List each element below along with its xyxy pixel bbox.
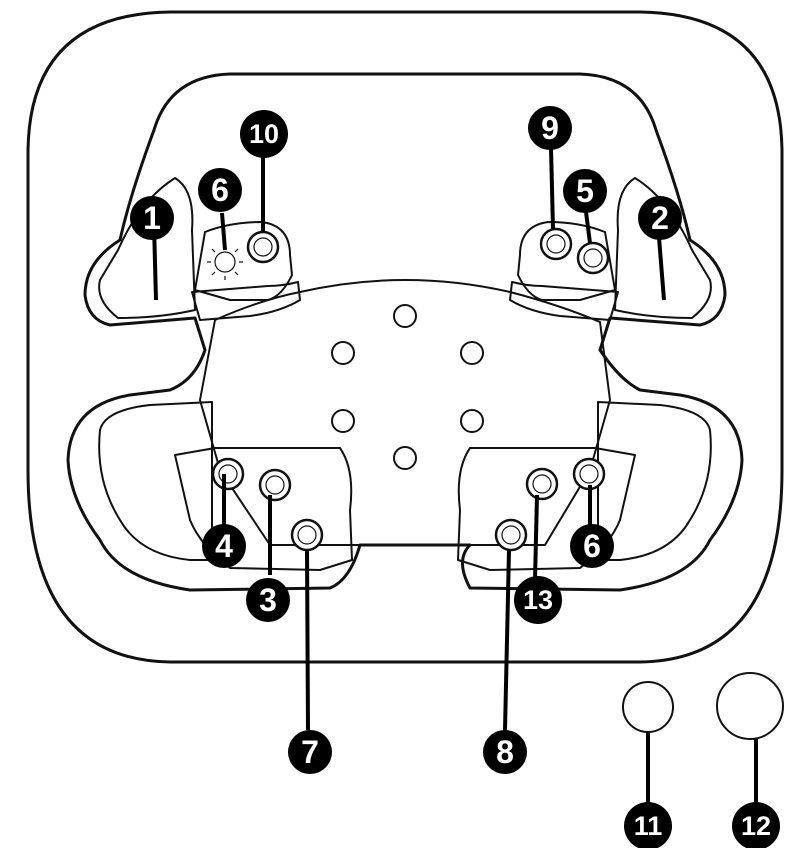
callout-9-label: 9 bbox=[541, 110, 559, 146]
callout-4: 4 bbox=[202, 524, 246, 568]
callout-5: 5 bbox=[563, 169, 607, 213]
callout-6-upper-label: 6 bbox=[211, 172, 229, 208]
callout-1-label: 1 bbox=[143, 200, 161, 236]
callout-5-label: 5 bbox=[576, 173, 594, 209]
hub-hole bbox=[331, 341, 355, 365]
callout-3-label: 3 bbox=[259, 582, 277, 618]
callout-8-label: 8 bbox=[496, 734, 514, 770]
lower-left-grip bbox=[98, 401, 213, 561]
button-6-lower-knob[interactable] bbox=[572, 457, 606, 491]
callout-4-label: 4 bbox=[215, 528, 233, 564]
callout-6-lower-label: 6 bbox=[583, 528, 601, 564]
callout-13-label: 13 bbox=[523, 585, 553, 615]
button-4-knob[interactable] bbox=[211, 457, 245, 491]
wheel-inner-rim bbox=[66, 72, 744, 592]
button-12-circle[interactable] bbox=[716, 672, 784, 740]
button-5-knob[interactable] bbox=[576, 241, 610, 275]
upper-left-pod-base bbox=[191, 281, 301, 321]
callout-2-label: 2 bbox=[651, 200, 669, 236]
hub-hole bbox=[393, 446, 417, 470]
upper-left-button-pod bbox=[194, 221, 293, 301]
button-3-knob[interactable] bbox=[258, 468, 292, 502]
upper-right-button-pod bbox=[517, 221, 616, 301]
hub-hole bbox=[460, 409, 484, 433]
button-9-knob[interactable] bbox=[539, 227, 573, 261]
leader-lines bbox=[152, 147, 758, 808]
button-13-knob[interactable] bbox=[525, 467, 559, 501]
hub-hole bbox=[331, 409, 355, 433]
button-11-circle[interactable] bbox=[622, 681, 674, 733]
lower-left-button-panel bbox=[174, 447, 353, 571]
wheel-outer-rim bbox=[26, 10, 784, 664]
button-10-knob[interactable] bbox=[246, 230, 280, 264]
callout-6-lower: 6 bbox=[570, 524, 614, 568]
callout-3: 3 bbox=[246, 578, 290, 622]
hub-hole bbox=[393, 304, 417, 328]
callout-7: 7 bbox=[288, 730, 332, 774]
button-8-knob[interactable] bbox=[494, 518, 528, 552]
callout-11-label: 11 bbox=[634, 811, 663, 841]
hub-hole bbox=[460, 341, 484, 365]
center-hub bbox=[199, 279, 611, 546]
callout-12-label: 12 bbox=[741, 811, 771, 841]
lower-right-button-panel bbox=[457, 447, 636, 571]
callout-1: 1 bbox=[130, 196, 174, 240]
lower-right-grip bbox=[597, 401, 712, 561]
callout-6-upper: 6 bbox=[198, 168, 242, 212]
callout-8: 8 bbox=[483, 730, 527, 774]
callout-9: 9 bbox=[528, 106, 572, 150]
callout-11: 11 bbox=[624, 802, 672, 848]
callout-12: 12 bbox=[732, 802, 780, 848]
callout-7-label: 7 bbox=[301, 734, 319, 770]
callout-2: 2 bbox=[638, 196, 682, 240]
button-7-knob[interactable] bbox=[290, 518, 324, 552]
callout-10-label: 10 bbox=[249, 119, 279, 149]
callout-13: 13 bbox=[514, 576, 562, 624]
callout-10: 10 bbox=[240, 110, 288, 158]
upper-right-pod-base bbox=[509, 281, 619, 321]
